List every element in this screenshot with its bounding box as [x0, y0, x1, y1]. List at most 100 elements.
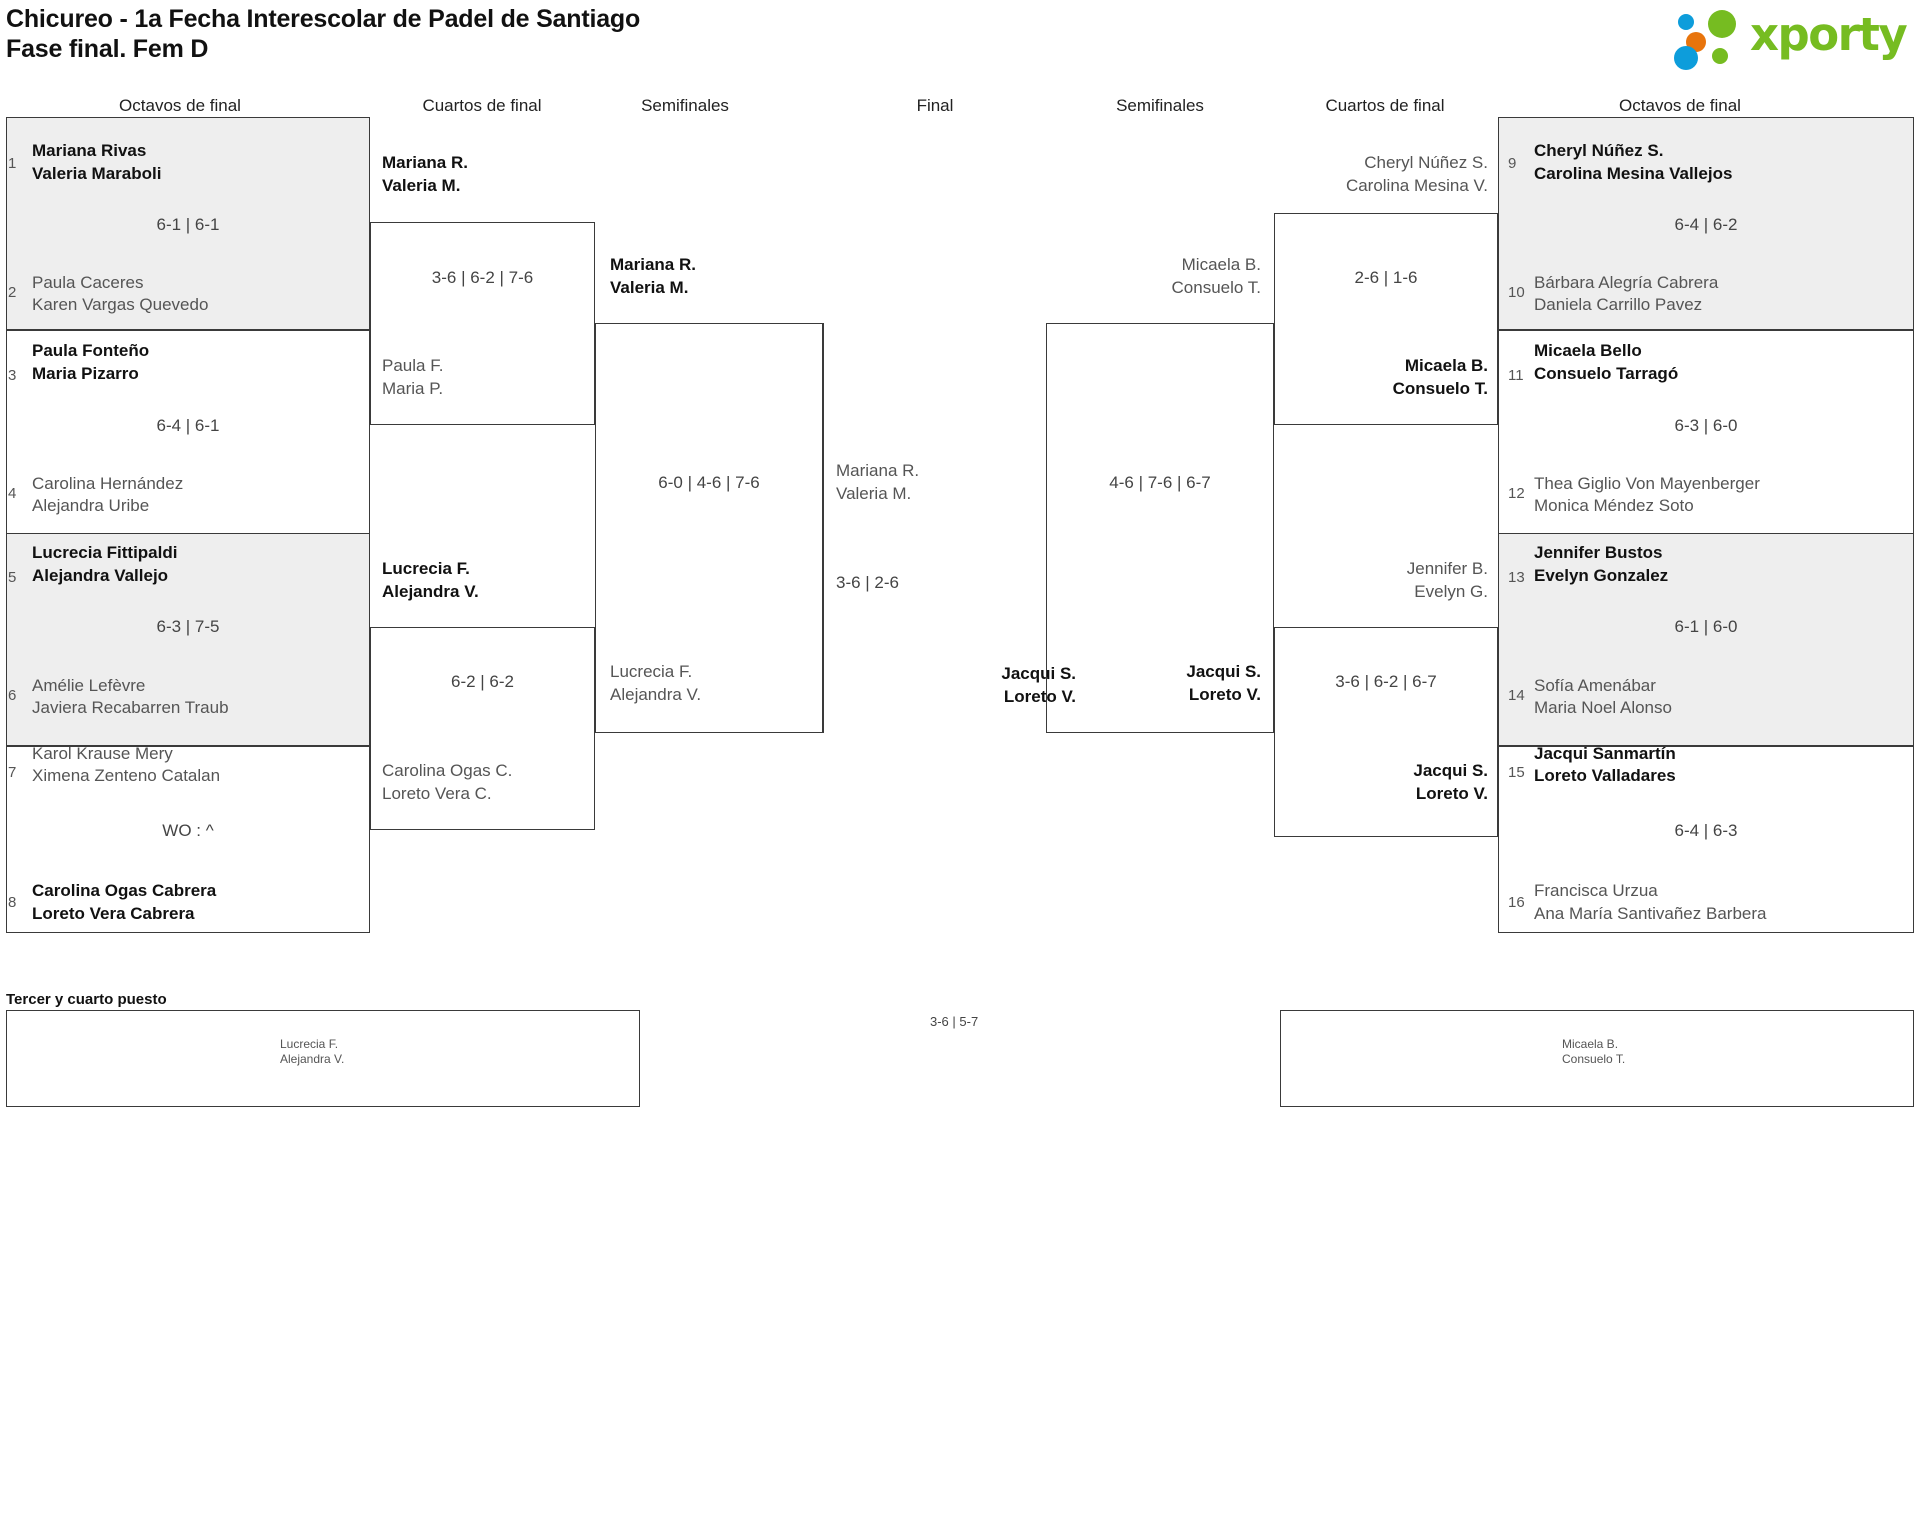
- qf-team-4-line2: Loreto Vera C.: [382, 784, 492, 803]
- rr16-score-4: 6-4 | 6-3: [1674, 821, 1738, 840]
- rqf-team-2-line2: Consuelo T.: [1392, 379, 1488, 398]
- seed-number: 1: [8, 155, 17, 172]
- rsf-team-2-line2: Loreto V.: [1188, 685, 1261, 704]
- rr16-match-1[interactable]: [1498, 117, 1914, 330]
- third-right-line1: Micaela B.: [1562, 1037, 1619, 1051]
- rr16-team-9-line1: Cheryl Núñez S.: [1534, 141, 1664, 160]
- seed-number: 6: [8, 687, 17, 704]
- qf-team-3-line1: Lucrecia F.: [382, 559, 470, 578]
- final-team-left-line1: Mariana R.: [836, 461, 920, 480]
- rqf-team-2-line1: Micaela B.: [1404, 356, 1488, 375]
- logo-wordmark: xporty: [1750, 8, 1908, 61]
- logo-dot-green-large: [1708, 10, 1736, 38]
- rr16-team-15-line2: Loreto Valladares: [1534, 766, 1676, 785]
- rr16-match-3[interactable]: [1498, 533, 1914, 746]
- r16-team-3-line2: Maria Pizarro: [32, 364, 139, 383]
- seed-number: 16: [1508, 894, 1525, 911]
- final-score: 3-6 | 2-6: [836, 573, 900, 592]
- rsf-team-1-line1: Micaela B.: [1181, 255, 1261, 274]
- rr16-team-14-line1: Sofía Amenábar: [1534, 676, 1656, 695]
- sf-team-1-line2: Valeria M.: [610, 278, 689, 297]
- qf-team-3-line2: Alejandra V.: [382, 582, 479, 601]
- r16-team-4-line1: Carolina Hernández: [32, 474, 184, 493]
- rqf-score-2: 3-6 | 6-2 | 6-7: [1335, 672, 1437, 691]
- rqf-team-3-line1: Jennifer B.: [1406, 559, 1488, 578]
- logo-dot-green-small: [1712, 48, 1728, 64]
- rr16-match-4[interactable]: [1498, 746, 1914, 933]
- rqf-team-3-line2: Evelyn G.: [1414, 582, 1488, 601]
- xporty-logo: xporty: [1672, 6, 1908, 70]
- sf-match-right-box[interactable]: [1046, 323, 1274, 733]
- third-place-left-box[interactable]: [6, 1010, 640, 1107]
- rr16-team-10-line1: Bárbara Alegría Cabrera: [1534, 273, 1719, 292]
- rr16-score-2: 6-3 | 6-0: [1674, 416, 1738, 435]
- rr16-team-14-line2: Maria Noel Alonso: [1534, 698, 1672, 717]
- seed-number: 7: [8, 764, 17, 781]
- sf-team-1-line1: Mariana R.: [610, 255, 696, 274]
- seed-number: 8: [8, 894, 17, 911]
- rr16-score-1: 6-4 | 6-2: [1674, 215, 1738, 234]
- sf-match-left-box[interactable]: [595, 323, 823, 733]
- r16-team-6-line1: Amélie Lefèvre: [32, 676, 146, 695]
- seed-number: 13: [1508, 569, 1525, 586]
- r16-team-8-line2: Loreto Vera Cabrera: [32, 904, 195, 923]
- rsf-team-1-line2: Consuelo T.: [1171, 278, 1261, 297]
- rqf-team-1-line2: Carolina Mesina V.: [1345, 176, 1488, 195]
- tournament-subtitle: Fase final. Fem D: [6, 35, 209, 63]
- round-label-final: Final: [916, 96, 954, 115]
- sf-score-left: 6-0 | 4-6 | 7-6: [658, 473, 760, 492]
- logo-dot-blue-large: [1674, 46, 1698, 70]
- rqf-match-2-box[interactable]: [1274, 627, 1498, 837]
- r16-match-4[interactable]: [6, 746, 370, 933]
- final-team-right-line2: Loreto V.: [1003, 687, 1076, 706]
- rqf-match-1-box[interactable]: [1274, 213, 1498, 425]
- seed-number: 10: [1508, 284, 1525, 301]
- round-label-left-qf: Cuartos de final: [422, 96, 542, 115]
- r16-team-3-line1: Paula Fonteño: [32, 341, 150, 360]
- qf-match-1-box[interactable]: [370, 222, 595, 425]
- page-title: Chicureo - 1a Fecha Interescolar de Pade…: [6, 4, 640, 64]
- qf-match-2-box[interactable]: [370, 627, 595, 830]
- rr16-team-13-line1: Jennifer Bustos: [1534, 543, 1663, 562]
- r16-match-3[interactable]: [6, 533, 370, 746]
- round-label-left-r16: Octavos de final: [119, 96, 241, 115]
- third-place-score: 3-6 | 5-7: [930, 1014, 979, 1029]
- r16-team-7-line2: Ximena Zenteno Catalan: [32, 766, 221, 785]
- r16-team-5-line1: Lucrecia Fittipaldi: [32, 543, 178, 562]
- qf-team-2-line2: Maria P.: [382, 379, 444, 398]
- seed-number: 3: [8, 367, 17, 384]
- round-label-right-qf: Cuartos de final: [1325, 96, 1445, 115]
- final-connector-left: [823, 323, 824, 733]
- rr16-team-13-line2: Evelyn Gonzalez: [1534, 566, 1669, 585]
- final-team-right-line1: Jacqui S.: [1001, 664, 1076, 683]
- rr16-team-16-line1: Francisca Urzua: [1534, 881, 1658, 900]
- rqf-team-4-line1: Jacqui S.: [1413, 761, 1488, 780]
- rr16-team-10-line2: Daniela Carrillo Pavez: [1534, 295, 1703, 314]
- rr16-team-16-line2: Ana María Santivañez Barbera: [1534, 904, 1767, 923]
- sf-team-2-line2: Alejandra V.: [610, 685, 702, 704]
- round-label-right-r16: Octavos de final: [1619, 96, 1741, 115]
- rr16-team-15-line1: Jacqui Sanmartín: [1534, 744, 1676, 763]
- seed-number: 12: [1508, 485, 1525, 502]
- r16-team-8-line1: Carolina Ogas Cabrera: [32, 881, 217, 900]
- third-right-line2: Consuelo T.: [1562, 1052, 1626, 1066]
- qf-team-1-line1: Mariana R.: [382, 153, 468, 172]
- rqf-score-1: 2-6 | 1-6: [1354, 268, 1418, 287]
- r16-team-2-line2: Karen Vargas Quevedo: [32, 295, 209, 314]
- seed-number: 5: [8, 569, 17, 586]
- logo-dot-blue-small: [1678, 14, 1694, 30]
- rqf-team-4-line2: Loreto V.: [1415, 784, 1488, 803]
- qf-score-2: 6-2 | 6-2: [450, 672, 514, 691]
- qf-team-4-line1: Carolina Ogas C.: [382, 761, 513, 780]
- rr16-team-11-line2: Consuelo Tarragó: [1534, 364, 1679, 383]
- r16-team-7-line1: Karol Krause Mery: [32, 744, 173, 763]
- third-place-right-box[interactable]: [1280, 1010, 1914, 1107]
- r16-score-2: 6-4 | 6-1: [156, 416, 220, 435]
- r16-match-1[interactable]: [6, 117, 370, 330]
- tournament-title: Chicureo - 1a Fecha Interescolar de Pade…: [6, 5, 641, 33]
- rr16-team-12-line1: Thea Giglio Von Mayenberger: [1534, 474, 1760, 493]
- r16-score-1: 6-1 | 6-1: [156, 215, 220, 234]
- rr16-score-3: 6-1 | 6-0: [1674, 617, 1738, 636]
- rqf-team-1-line1: Cheryl Núñez S.: [1364, 153, 1488, 172]
- r16-score-4: WO : ^: [162, 821, 214, 840]
